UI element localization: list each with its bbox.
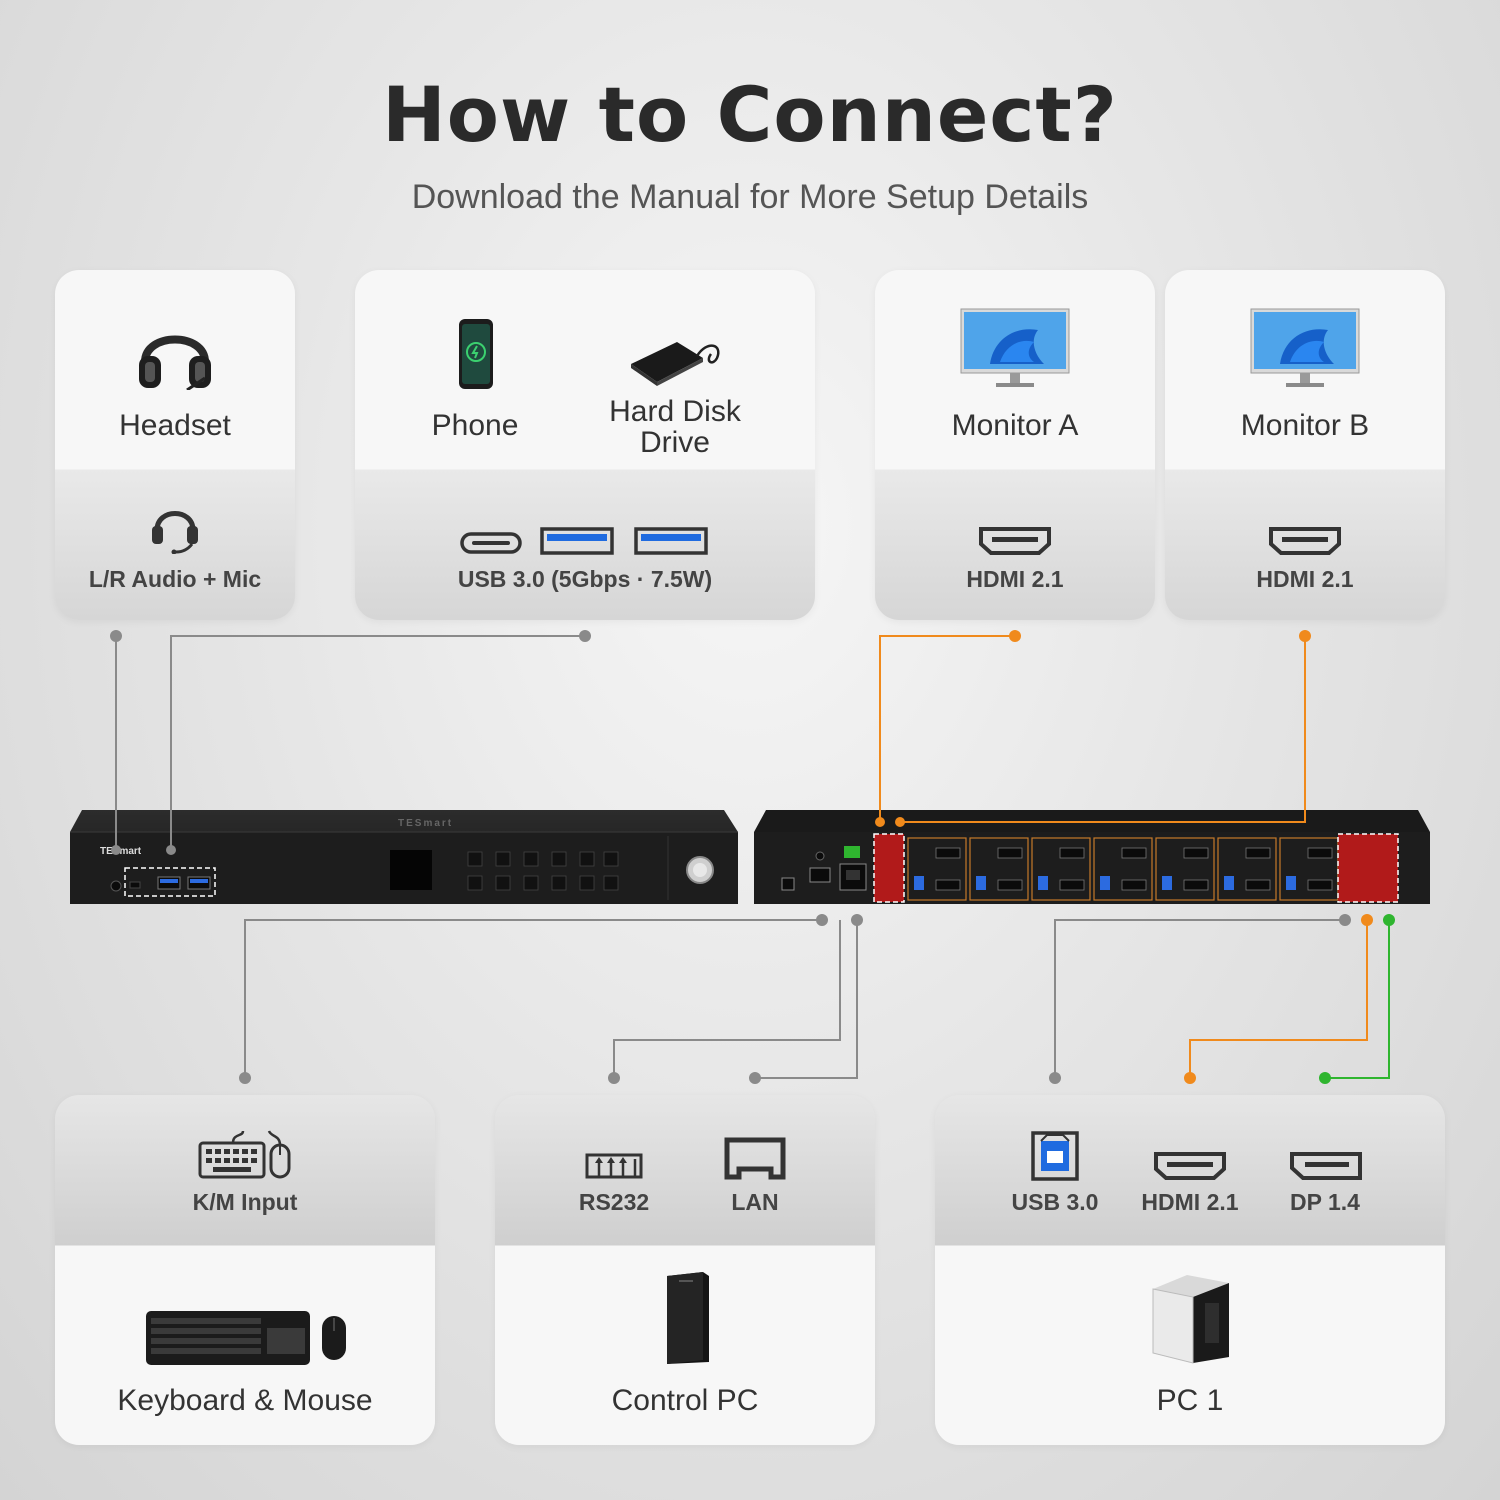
usb-port-label: USB 3.0 (5Gbps · 7.5W) (457, 566, 713, 592)
keyboard-mouse-port-icon (198, 1130, 291, 1179)
mouse-icon (322, 1316, 346, 1360)
hard-disk-drive-label: Hard Disk Drive (609, 395, 741, 459)
monitor-icon (960, 308, 1070, 387)
desktop-tower-icon (667, 1272, 709, 1364)
audio-mic-port-label: L/R Audio + Mic (88, 566, 262, 592)
keyboard-icon (146, 1311, 310, 1365)
pc1-card: USB 3.0 HDMI 2.1 DP 1.4 PC 1 (935, 1095, 1445, 1445)
headset-icon (139, 335, 211, 390)
audio-mic-port-icon (152, 511, 198, 554)
monitor-a-card: Monitor A HDMI 2.1 (875, 270, 1155, 620)
kvm-brand-top: TESmart (398, 818, 453, 829)
dp-port-label: DP 1.4 (1290, 1189, 1360, 1215)
monitor-a-label: Monitor A (951, 409, 1079, 442)
rs232-port-icon (585, 1153, 643, 1179)
kvm-brand-front: TESmart (100, 846, 142, 857)
pc-case-icon (1152, 1275, 1229, 1364)
usb-b-port-icon (1031, 1131, 1079, 1181)
hdmi-port-icon (1154, 1152, 1226, 1180)
phone-icon (459, 319, 493, 389)
usb-devices-card: Phone Hard Disk Drive USB 3.0 (5Gbps · 7… (355, 270, 815, 620)
hdmi-port-icon (979, 527, 1051, 555)
headset-label: Headset (119, 409, 231, 442)
monitor-icon (1250, 308, 1360, 387)
page-subtitle: Download the Manual for More Setup Detai… (411, 178, 1089, 216)
lan-port-icon (724, 1137, 786, 1180)
usb30-port-label: USB 3.0 (1011, 1189, 1099, 1215)
control-pc-card: RS232 LAN Control PC (495, 1095, 875, 1445)
monitor-a-port-label: HDMI 2.1 (966, 566, 1064, 592)
control-pc-label: Control PC (611, 1384, 759, 1417)
km-input-card: K/M Input Keyboard & Mouse (55, 1095, 435, 1445)
usb-a-port-icon-2 (634, 527, 708, 555)
pc1-label: PC 1 (1156, 1384, 1224, 1417)
page-title: How to Connect? (382, 70, 1118, 159)
hdmi-port-icon (1269, 527, 1341, 555)
monitor-b-card: Monitor B HDMI 2.1 (1165, 270, 1445, 620)
pc-hdmi-port-label: HDMI 2.1 (1141, 1189, 1239, 1215)
lan-port-label: LAN (731, 1189, 779, 1215)
km-input-port-label: K/M Input (192, 1189, 298, 1215)
phone-label: Phone (431, 409, 519, 442)
kvm-rear-panel (754, 810, 1430, 904)
usb-a-port-icon-1 (540, 527, 614, 555)
headset-card: Headset L/R Audio + Mic (55, 270, 295, 620)
hard-disk-drive-icon (631, 342, 720, 386)
monitor-b-label: Monitor B (1240, 409, 1370, 442)
keyboard-mouse-label: Keyboard & Mouse (117, 1384, 373, 1417)
kvm-front-panel: TESmart TESmart (70, 810, 738, 904)
displayport-icon (1290, 1152, 1362, 1180)
rs232-port-label: RS232 (578, 1189, 650, 1215)
monitor-b-port-label: HDMI 2.1 (1256, 566, 1354, 592)
usb-c-port-icon (460, 532, 522, 554)
